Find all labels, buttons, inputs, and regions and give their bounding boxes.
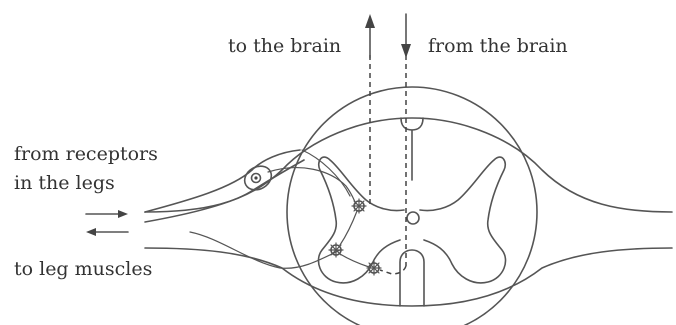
label-from-receptors: from receptors: [14, 143, 158, 165]
neuron-cell-body-3: [367, 261, 381, 275]
arrow-right-icon: [118, 210, 128, 218]
arrow-down-icon: [401, 44, 411, 58]
cord-boundary: [287, 87, 537, 325]
spinal-cord-outline-lower: [145, 248, 672, 306]
label-from-the-brain: from the brain: [428, 35, 568, 57]
ganglion-nucleus: [254, 176, 257, 179]
dorsal-root-ganglion: [240, 161, 275, 194]
label-to-the-brain: to the brain: [228, 35, 341, 57]
arrow-left-icon: [86, 228, 96, 236]
dorsal-notch: [401, 118, 423, 130]
label-to-leg-muscles: to leg muscles: [14, 258, 152, 280]
arrow-up-icon: [365, 14, 375, 28]
neuron-cell-body-1: [352, 199, 366, 213]
motor-axon: [190, 232, 340, 268]
interneuron-connection-1: [340, 211, 357, 245]
spinal-cord-outline: [145, 118, 672, 212]
label-in-the-legs: in the legs: [14, 172, 115, 194]
interneuron-connection-2: [340, 254, 369, 267]
central-canal: [407, 212, 419, 224]
descending-tract-synapse: [380, 266, 406, 274]
gray-matter-right: [420, 157, 506, 283]
ventral-median-fissure: [400, 250, 424, 306]
